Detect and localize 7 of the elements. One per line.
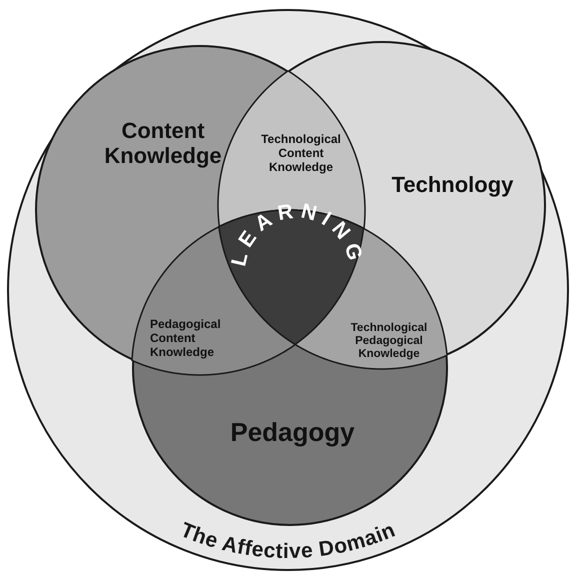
region-label: Pedagogy xyxy=(229,418,356,448)
region-label: Content Knowledge xyxy=(103,118,223,169)
region-label: Pedagogical Content Knowledge xyxy=(150,318,222,360)
curved-label: The Affective Domain xyxy=(177,518,399,564)
region-label: Technology xyxy=(390,172,514,198)
region-label: Technological Pedagogical Knowledge xyxy=(350,322,428,362)
region-label: Technological Content Knowledge xyxy=(260,132,342,174)
